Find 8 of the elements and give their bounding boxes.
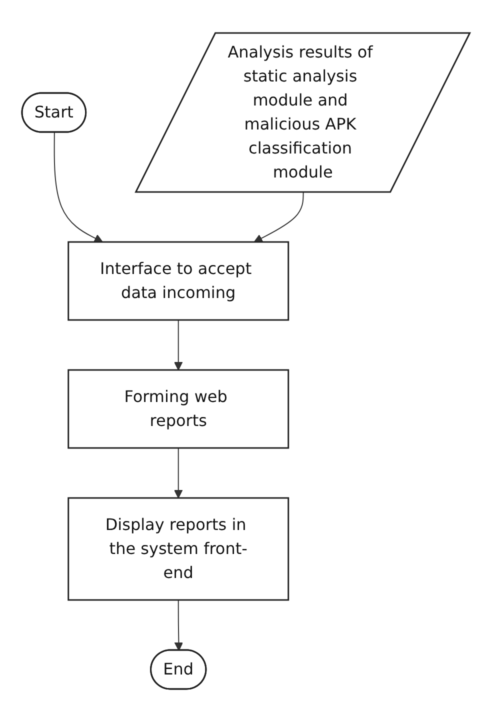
node-box: Display reports in the system front-end — [68, 496, 290, 600]
arrow — [174, 447, 183, 498]
arrow — [174, 599, 184, 650]
node-box: Interface to accept data incoming — [68, 240, 290, 320]
node-box: Forming web reports — [68, 368, 290, 448]
arrow — [54, 132, 104, 242]
arrow — [174, 319, 183, 370]
arrow — [254, 192, 304, 242]
